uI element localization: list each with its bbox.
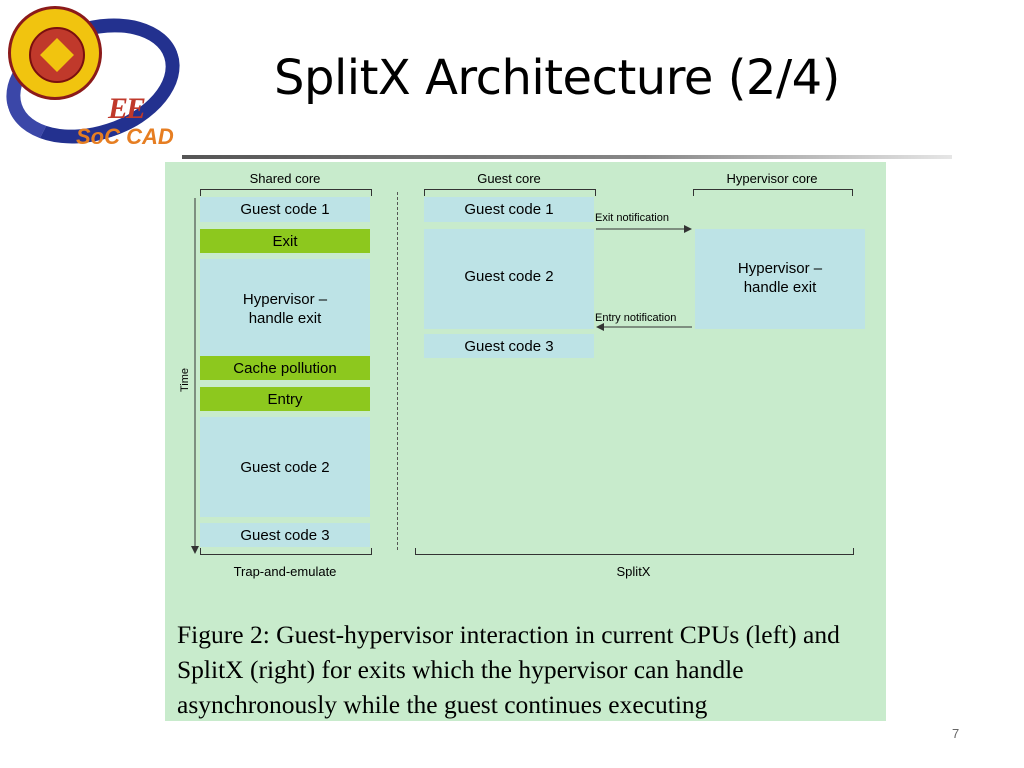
time-axis bbox=[191, 198, 199, 554]
university-seal bbox=[8, 6, 102, 100]
entry-notification-arrow bbox=[596, 323, 692, 331]
shared-exit-block: Exit bbox=[200, 229, 370, 253]
logo-text: SoC CAD bbox=[76, 124, 174, 149]
slide-title: SplitX Architecture (2/4) bbox=[274, 50, 840, 106]
shared-core-header: Shared core bbox=[249, 171, 321, 186]
guest-code-2: Guest code 2 bbox=[424, 229, 594, 329]
hypervisor-core-brace bbox=[693, 189, 853, 196]
title-divider bbox=[182, 155, 952, 159]
shared-entry-block: Entry bbox=[200, 387, 370, 411]
logo-mark: EE bbox=[108, 92, 146, 125]
exit-notification-arrow bbox=[596, 225, 692, 233]
time-axis-label: Time bbox=[179, 367, 192, 393]
shared-guest-code-3: Guest code 3 bbox=[200, 523, 370, 547]
hypervisor-core-header: Hypervisor core bbox=[726, 171, 818, 186]
trap-emulate-brace bbox=[200, 548, 372, 555]
logo: EE SoC CAD bbox=[0, 0, 196, 165]
trap-emulate-label: Trap-and-emulate bbox=[233, 564, 337, 579]
shared-guest-code-1: Guest code 1 bbox=[200, 197, 370, 222]
shared-cache-pollution-block: Cache pollution bbox=[200, 356, 370, 380]
figure: Shared core Time Guest code 1 Exit Hyper… bbox=[165, 162, 886, 721]
guest-core-header: Guest core bbox=[477, 171, 541, 186]
guest-core-brace bbox=[424, 189, 596, 196]
figure-caption: Figure 2: Guest-hypervisor interaction i… bbox=[177, 620, 840, 719]
guest-code-1: Guest code 1 bbox=[424, 197, 594, 222]
splitx-brace bbox=[415, 548, 854, 555]
shared-guest-code-2: Guest code 2 bbox=[200, 417, 370, 517]
shared-hypervisor-block: Hypervisor – handle exit bbox=[200, 259, 370, 359]
hypervisor-handle-exit-block: Hypervisor – handle exit bbox=[695, 229, 865, 329]
panel-divider bbox=[397, 192, 398, 550]
page-number: 7 bbox=[952, 726, 960, 741]
exit-notification-label: Exit notification bbox=[595, 212, 669, 224]
guest-code-3: Guest code 3 bbox=[424, 334, 594, 358]
entry-notification-label: Entry notification bbox=[595, 312, 677, 324]
splitx-label: SplitX bbox=[616, 564, 651, 579]
shared-core-brace bbox=[200, 189, 372, 196]
